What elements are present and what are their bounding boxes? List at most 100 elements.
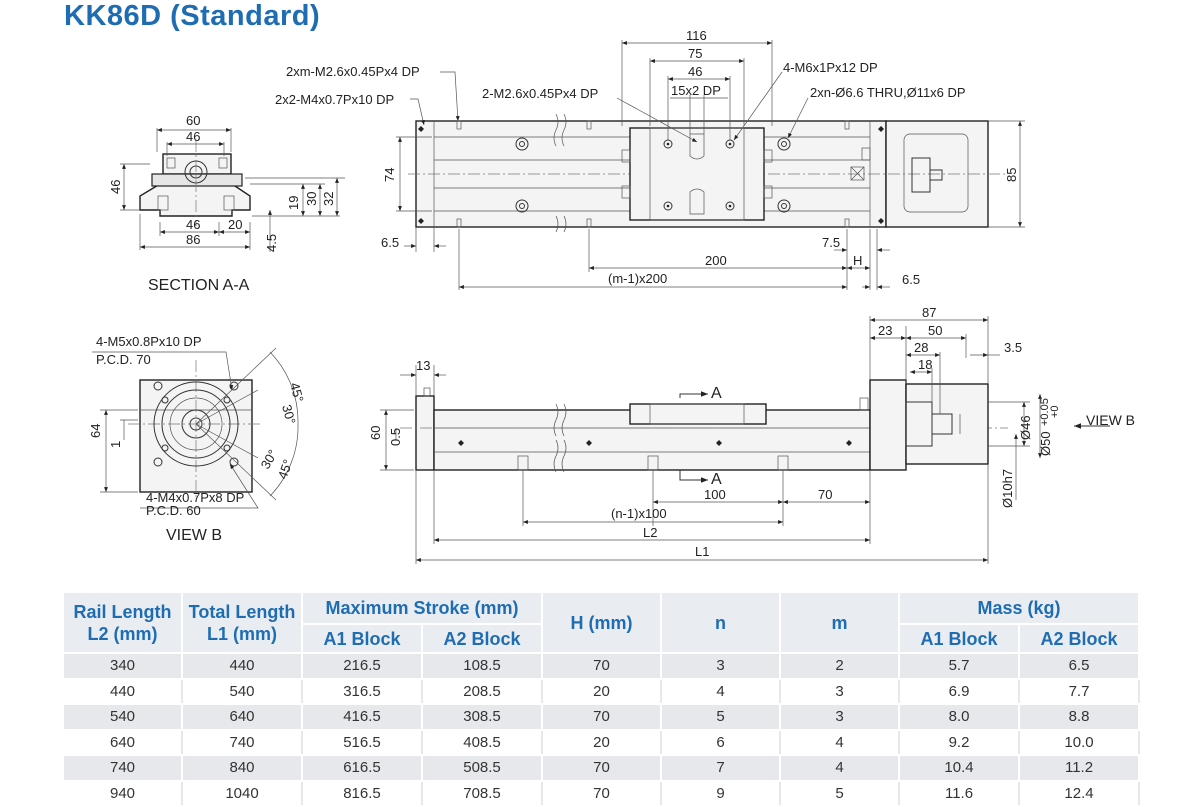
angle-45-top: 45° <box>287 381 307 404</box>
dim-l1: L1 <box>695 544 709 559</box>
cell-rail: 940 <box>64 780 183 807</box>
cell-rail: 740 <box>64 755 183 782</box>
cell-mass-a2: 10.0 <box>1019 729 1141 756</box>
cell-stroke-a1: 216.5 <box>302 653 423 680</box>
annot-4-m6: 4-M6x1Px12 DP <box>783 60 878 75</box>
dim-phi-46: Ø46 <box>1018 415 1033 440</box>
dim-0-5: 0.5 <box>388 428 403 446</box>
dim-200: 200 <box>705 253 727 268</box>
cell-stroke-a2: 208.5 <box>422 678 544 705</box>
annot-4-m4: 4-M4x0.7Px8 DP <box>146 490 244 505</box>
cell-n: 3 <box>661 653 782 680</box>
technical-drawing: 60 46 46 20 86 46 4.5 19 30 32 SECTION A… <box>88 28 1135 564</box>
cell-h: 20 <box>542 678 663 705</box>
dim-6-5-left: 6.5 <box>381 235 399 250</box>
cell-stroke-a1: 316.5 <box>302 678 423 705</box>
header-stroke-a1: A1 Block <box>302 624 423 654</box>
cell-mass-a2: 7.7 <box>1019 678 1141 705</box>
annot-pcd-70: P.C.D. 70 <box>96 352 151 367</box>
view-b-arrow-label: VIEW B <box>1086 412 1135 428</box>
dim-46-bottom: 46 <box>186 217 200 232</box>
dim-74: 74 <box>382 168 397 182</box>
dim-23: 23 <box>878 323 892 338</box>
header-m: m <box>780 593 901 654</box>
annot-2xm-m2-6: 2xm-M2.6x0.45Px4 DP <box>286 64 420 79</box>
cell-mass-a1: 9.2 <box>899 729 1021 756</box>
dim-28: 28 <box>914 340 928 355</box>
angle-45-bottom: 45° <box>275 457 296 481</box>
cell-mass-a1: 11.6 <box>899 780 1021 807</box>
cell-rail: 340 <box>64 653 183 680</box>
cell-stroke-a1: 516.5 <box>302 729 423 756</box>
cell-stroke-a2: 408.5 <box>422 729 544 756</box>
cell-stroke-a1: 816.5 <box>302 780 423 807</box>
dim-70: 70 <box>818 487 832 502</box>
annot-pcd-60: P.C.D. 60 <box>146 503 201 518</box>
header-stroke-a2: A2 Block <box>422 624 544 654</box>
dim-32: 32 <box>321 192 336 206</box>
dim-phi-50-tol-up: +0.05 <box>1039 398 1051 426</box>
header-total-length: Total Length L1 (mm) <box>182 593 303 654</box>
cell-stroke-a1: 416.5 <box>302 704 423 731</box>
page-title: KK86D (Standard) <box>64 0 321 32</box>
cell-h: 70 <box>542 755 663 782</box>
section-a-a-label: SECTION A-A <box>148 277 250 294</box>
view-b-label: VIEW B <box>166 527 222 544</box>
cell-mass-a1: 5.7 <box>899 653 1021 680</box>
dim-19: 19 <box>286 196 301 210</box>
dim-100: 100 <box>704 487 726 502</box>
dim-20: 20 <box>228 217 242 232</box>
cell-mass-a2: 12.4 <box>1019 780 1141 807</box>
view-b: 45° 30° 30° 45° 4-M5x0.8Px10 DP P.C.D. 7… <box>88 334 307 544</box>
dim-50: 50 <box>928 323 942 338</box>
dim-3-5: 3.5 <box>1004 340 1022 355</box>
dim-46-top: 46 <box>186 129 200 144</box>
dim-30: 30 <box>304 192 319 206</box>
section-a-a-view: 60 46 46 20 86 46 4.5 19 30 32 SECTION A… <box>108 113 345 294</box>
header-max-stroke: Maximum Stroke (mm) <box>302 593 544 625</box>
cell-mass-a2: 11.2 <box>1019 755 1141 782</box>
cell-n: 6 <box>661 729 782 756</box>
cell-m: 2 <box>780 653 901 680</box>
cell-rail: 440 <box>64 678 183 705</box>
dim-86: 86 <box>186 232 200 247</box>
dim-phi-50-tol-dn: +0 <box>1049 405 1061 418</box>
cell-mass-a2: 6.5 <box>1019 653 1141 680</box>
dim-60: 60 <box>186 113 200 128</box>
header-mass-a1: A1 Block <box>899 624 1021 654</box>
cell-m: 4 <box>780 729 901 756</box>
dim-13: 13 <box>416 358 430 373</box>
dim-46-carriage: 46 <box>688 64 702 79</box>
cell-rail: 640 <box>64 729 183 756</box>
dim-l2: L2 <box>643 525 657 540</box>
cell-m: 3 <box>780 704 901 731</box>
dim-m-1-x200: (m-1)x200 <box>608 271 667 286</box>
dim-85: 85 <box>1004 168 1019 182</box>
cell-h: 20 <box>542 729 663 756</box>
section-mark-a-bottom: A <box>711 471 722 488</box>
dim-18: 18 <box>918 357 932 372</box>
cell-n: 4 <box>661 678 782 705</box>
dim-60-side: 60 <box>368 426 383 440</box>
dim-6-5-right: 6.5 <box>902 272 920 287</box>
header-mass: Mass (kg) <box>899 593 1141 625</box>
cell-stroke-a2: 108.5 <box>422 653 544 680</box>
specification-table: Rail Length L2 (mm) Total Length L1 (mm)… <box>64 593 1141 807</box>
cell-h: 70 <box>542 704 663 731</box>
annot-2xn-thru: 2xn-Ø6.6 THRU,Ø11x6 DP <box>810 85 966 100</box>
cell-n: 5 <box>661 704 782 731</box>
dim-phi-50: Ø50 <box>1038 431 1053 456</box>
dim-n-1-x100: (n-1)x100 <box>611 506 667 521</box>
dim-75: 75 <box>688 46 702 61</box>
side-elevation-view: A A 13 60 0.5 87 23 50 28 18 3.5 <box>368 305 1135 564</box>
section-mark-a-top: A <box>711 385 722 402</box>
cell-mass-a1: 8.0 <box>899 704 1021 731</box>
dim-h: H <box>853 253 862 268</box>
top-plan-view: 116 75 46 15x2 DP 2xm-M2.6x0.45Px4 DP 2x… <box>275 28 1025 290</box>
annot-2x2-m4: 2x2-M4x0.7Px10 DP <box>275 92 394 107</box>
cell-total: 440 <box>182 653 303 680</box>
cell-stroke-a2: 308.5 <box>422 704 544 731</box>
cell-total: 1040 <box>182 780 303 807</box>
